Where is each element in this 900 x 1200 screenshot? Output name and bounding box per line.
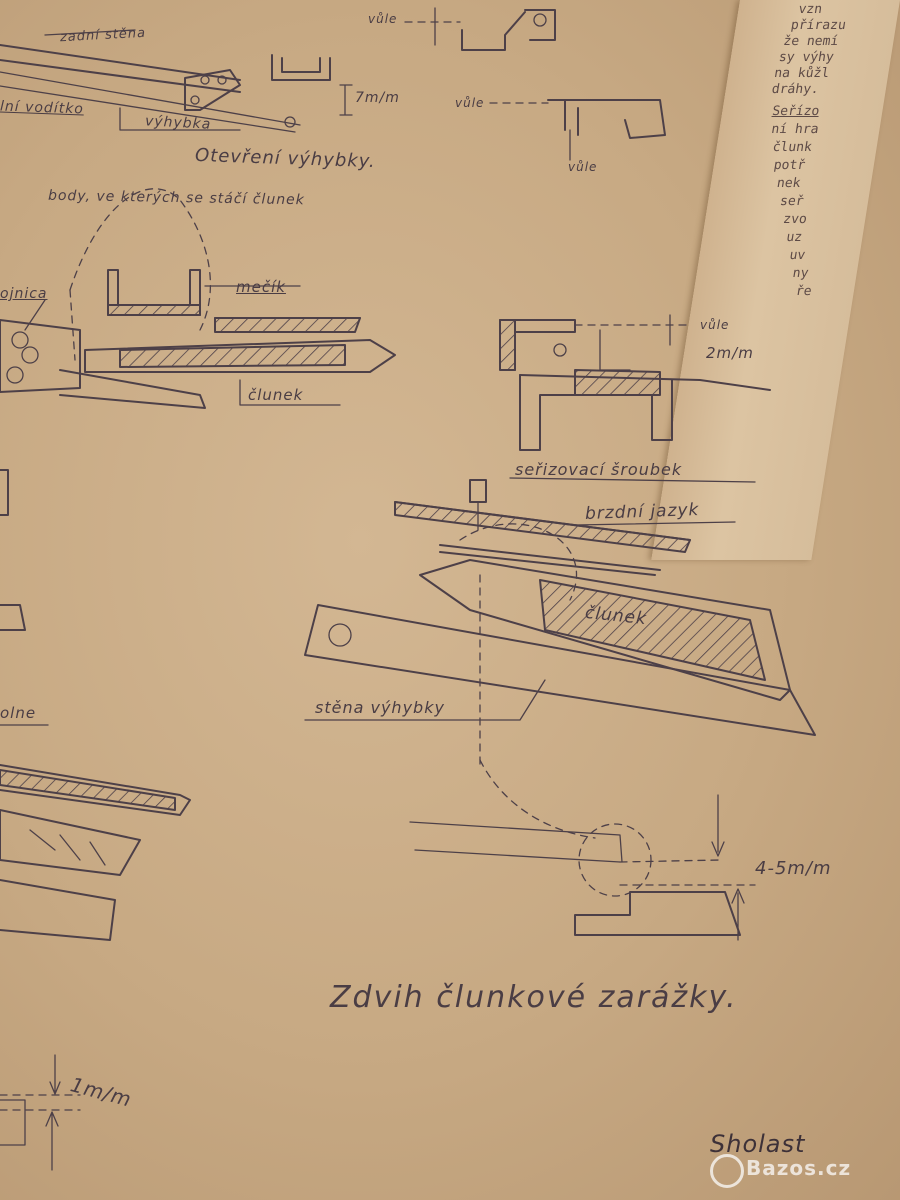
- stopper-lift-drawing: [409, 759, 756, 941]
- label-shuttle-1: člunek: [248, 386, 304, 404]
- label-mecik: mečík: [236, 278, 286, 296]
- signature: Sholast: [710, 1130, 806, 1158]
- clearance-profiles: [404, 7, 666, 161]
- clearance-1mm-drawing: [0, 1054, 81, 1171]
- label-olne: olne: [0, 704, 37, 722]
- label-adjusting-screw: seřizovací šroubek: [515, 460, 683, 479]
- label-vule-top: vůle: [368, 12, 398, 26]
- label-vodicko: lní vodítko: [0, 98, 85, 118]
- label-vule-mid: vůle: [455, 96, 485, 110]
- watermark-text: Bazos.cz: [746, 1156, 852, 1180]
- label-vule-bottom: vůle: [568, 160, 598, 174]
- label-brake-tongue: brzdní jazyk: [584, 500, 700, 524]
- label-vule-2mm: vůle: [700, 318, 730, 332]
- label-4-5mm: 4-5m/m: [755, 858, 832, 879]
- watermark-logo-icon: [710, 1154, 744, 1188]
- brake-tongue-drawing: [304, 479, 816, 771]
- label-vyhybka: výhybka: [144, 113, 212, 133]
- label-7mm: 7m/m: [355, 90, 400, 106]
- left-profile-drawing: [0, 469, 191, 941]
- shuttle-turning-drawing: [0, 188, 396, 409]
- watermark: Bazos.cz: [710, 1150, 895, 1190]
- label-switch-wall: stěna výhybky: [315, 698, 445, 717]
- label-ojnice: ojnica: [0, 286, 48, 302]
- adjusting-screw-drawing: [499, 314, 771, 483]
- label-stopper-lift: Zdvih člunkové zarážky.: [330, 980, 738, 1015]
- switch-opening-drawing: [0, 29, 353, 133]
- label-2mm: 2m/m: [706, 344, 754, 362]
